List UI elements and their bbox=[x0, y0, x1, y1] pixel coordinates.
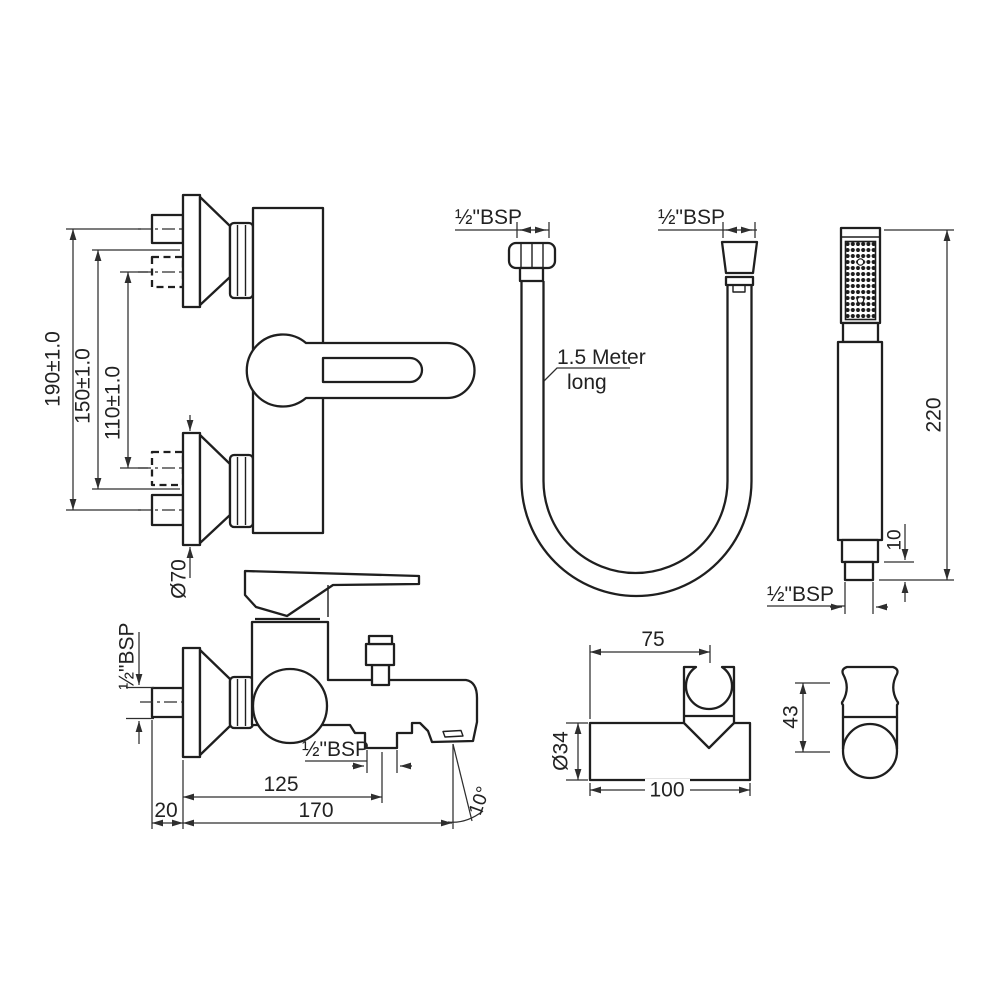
dim-label-75: 75 bbox=[641, 628, 664, 651]
label-backing bbox=[645, 779, 690, 800]
hose-bend-outer bbox=[520, 480, 753, 598]
escutcheon-cone-bottom bbox=[198, 433, 232, 545]
dim-label-flange-diameter: Ø70 bbox=[168, 559, 191, 599]
hose-length-label-line2: long bbox=[567, 371, 607, 394]
connection-nut-bottom bbox=[228, 453, 255, 529]
hose-nut-collar bbox=[518, 266, 545, 283]
outlet-thread-label: ½"BSP bbox=[302, 738, 369, 761]
shower-thread-label: ½"BSP bbox=[767, 583, 834, 606]
joint-circle bbox=[251, 667, 329, 745]
hose-right-thread-label: ½"BSP bbox=[658, 206, 725, 229]
spray-face bbox=[844, 240, 877, 321]
lever-handle-side bbox=[243, 569, 421, 618]
bracket-clip bbox=[682, 665, 736, 750]
connection-nut-side bbox=[228, 675, 255, 730]
hose-left-thread-label: ½"BSP bbox=[455, 206, 522, 229]
mixer-front-view: Ø70 190±1.0 150±1.0 110±1.0 bbox=[42, 193, 476, 599]
shower-neck bbox=[841, 321, 880, 344]
shower-hose: ½"BSP ½"BSP 1.5 Meter long bbox=[455, 206, 759, 598]
spout-aerator bbox=[442, 729, 464, 738]
dim-label-125: 125 bbox=[263, 773, 298, 796]
hose-cone-connector bbox=[720, 240, 759, 275]
dim-label-20: 20 bbox=[154, 799, 177, 822]
diverter-stem bbox=[370, 663, 391, 687]
dim-label-angle: 10° bbox=[465, 784, 495, 818]
dim-label-150: 150±1.0 bbox=[72, 348, 95, 424]
hose-bend-inner bbox=[542, 480, 729, 575]
escutcheon-flange-side bbox=[181, 646, 202, 759]
length-leader-line bbox=[543, 367, 630, 382]
dim-label-190: 190±1.0 bbox=[42, 331, 65, 407]
dim-label-170: 170 bbox=[298, 799, 333, 822]
escutcheon-cone-top bbox=[198, 195, 232, 307]
hose-length-label-line1: 1.5 Meter bbox=[557, 346, 646, 369]
dim-label-43: 43 bbox=[780, 705, 803, 728]
connection-nut-top bbox=[228, 221, 255, 300]
bracket-bar-section bbox=[841, 722, 899, 780]
escutcheon-flange-bottom bbox=[181, 431, 202, 547]
shower-handle-end bbox=[840, 538, 880, 564]
angle-slant-line bbox=[452, 743, 473, 822]
spray-face-hole bbox=[856, 258, 865, 266]
shower-thread bbox=[843, 560, 875, 582]
diverter-cap bbox=[367, 634, 394, 646]
hose-cone-notch bbox=[732, 285, 746, 293]
side-wall-thread-label: ½"BSP bbox=[116, 623, 139, 690]
shower-handle bbox=[836, 340, 884, 542]
clip-profile bbox=[840, 665, 900, 719]
hand-shower-view: 220 10 ½"BSP bbox=[767, 226, 954, 614]
dim-label-100: 100 bbox=[649, 779, 684, 802]
wall-bracket-front-view: 75 Ø34 100 bbox=[550, 628, 752, 802]
dim-label-10: 10 bbox=[885, 529, 906, 550]
dim-label-110: 110±1.0 bbox=[102, 366, 125, 440]
dim-label-dia34: Ø34 bbox=[550, 731, 573, 771]
angle-arc bbox=[447, 810, 484, 823]
diverter-body bbox=[364, 642, 396, 667]
dim-label-220: 220 bbox=[923, 397, 946, 432]
wall-bracket-side-view: 43 bbox=[780, 665, 900, 780]
escutcheon-flange-top bbox=[181, 193, 202, 309]
mixer-side-view: ½"BSP ½"BSP 125 170 20 10° bbox=[116, 569, 495, 829]
hose-cone-collar bbox=[724, 275, 755, 287]
escutcheon-cone-side bbox=[198, 648, 232, 757]
spray-face-hole bbox=[856, 296, 865, 304]
handle-slot bbox=[321, 356, 424, 384]
